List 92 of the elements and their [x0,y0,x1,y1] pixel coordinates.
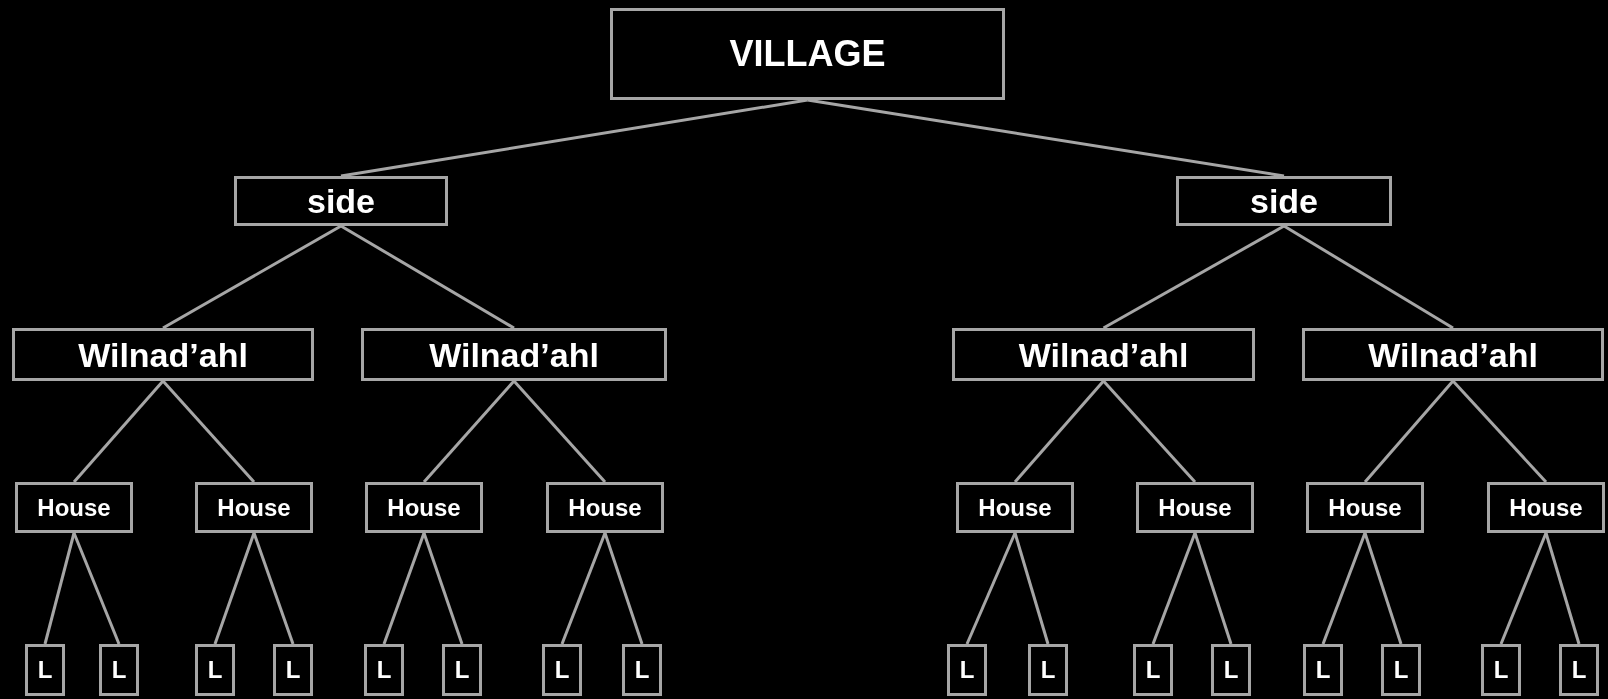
node-label: House [978,495,1052,520]
node-label: L [1223,658,1239,682]
tree-node-box [99,644,139,696]
node-label: House [1158,495,1232,520]
tree-node-box [1303,644,1343,696]
node-label: L [1315,658,1331,682]
node-label: L [1145,658,1161,682]
node-label: L [634,658,650,682]
node-label: L [285,658,301,682]
tree-node-box [956,482,1074,533]
tree-node-box [442,644,482,696]
tree-node-box [546,482,664,533]
tree-node-box [1133,644,1173,696]
connector-line [422,380,516,483]
connector-line [1363,380,1455,483]
tree-node-box [273,644,313,696]
node-label: House [568,495,642,520]
connector-line [382,532,426,645]
connector-line [1544,532,1581,645]
connector-line [1102,224,1285,330]
connector-line [1102,380,1197,483]
node-label: side [306,184,375,218]
node-label: L [207,658,223,682]
connector-line [965,532,1017,645]
tree-node-box [364,644,404,696]
node-label: L [376,658,392,682]
node-label: L [37,658,53,682]
connector-line [1283,224,1454,330]
node-label: L [1393,658,1409,682]
tree-node-box [1487,482,1605,533]
tree-node-box [361,328,667,381]
tree-node-box [1211,644,1251,696]
connector-line [162,224,342,330]
node-label: House [1328,495,1402,520]
tree-node-box [1481,644,1521,696]
tree-node-box [25,644,65,696]
connector-line [161,380,256,483]
tree-node-box [610,8,1005,100]
tree-node-box [365,482,483,533]
connector-line [807,98,1285,178]
node-label: L [1040,658,1056,682]
node-label: L [111,658,127,682]
connector-line [72,380,165,483]
connector-line [213,532,256,645]
tree-node-box [1381,644,1421,696]
connector-line [1363,532,1403,645]
connector-line [43,532,76,645]
node-label: VILLAGE [729,36,886,72]
node-label: House [217,495,291,520]
tree-node-box [1302,328,1604,381]
tree-node-box [947,644,987,696]
tree-node-box [1028,644,1068,696]
node-label: L [554,658,570,682]
connector-line [1451,380,1548,483]
connector-line [340,224,515,330]
connector-line [1151,532,1197,645]
connector-line [560,532,607,645]
node-label: Wilnad’ahl [429,337,599,372]
connector-line [1321,532,1367,645]
node-label: L [454,658,470,682]
tree-node-box [542,644,582,696]
connector-line [512,380,607,483]
connector-line [1193,532,1233,645]
tree-node-box [15,482,133,533]
tree-node-box [195,644,235,696]
tree-node-box [1306,482,1424,533]
tree-node-box [622,644,662,696]
connector-line [1013,380,1105,483]
tree-node-box [12,328,314,381]
node-label: House [387,495,461,520]
node-label: Wilnad’ahl [1368,337,1538,372]
node-label: House [1509,495,1583,520]
connector-line [340,98,808,178]
connector-line [603,532,644,645]
node-label: House [37,495,111,520]
tree-node-box [1559,644,1599,696]
connector-line [252,532,295,645]
tree-node-box [952,328,1255,381]
tree-node-box [1176,176,1392,226]
tree-node-box [234,176,448,226]
tree-node-box [1136,482,1254,533]
connector-line [1013,532,1050,645]
node-label: L [1493,658,1509,682]
connector-line [72,532,121,645]
node-label: L [1571,658,1587,682]
node-label: Wilnad’ahl [78,337,248,372]
node-label: L [959,658,975,682]
node-label: Wilnad’ahl [1018,337,1189,372]
connector-line [422,532,464,645]
tree-node-box [195,482,313,533]
node-label: side [1249,184,1318,218]
connector-line [1499,532,1548,645]
